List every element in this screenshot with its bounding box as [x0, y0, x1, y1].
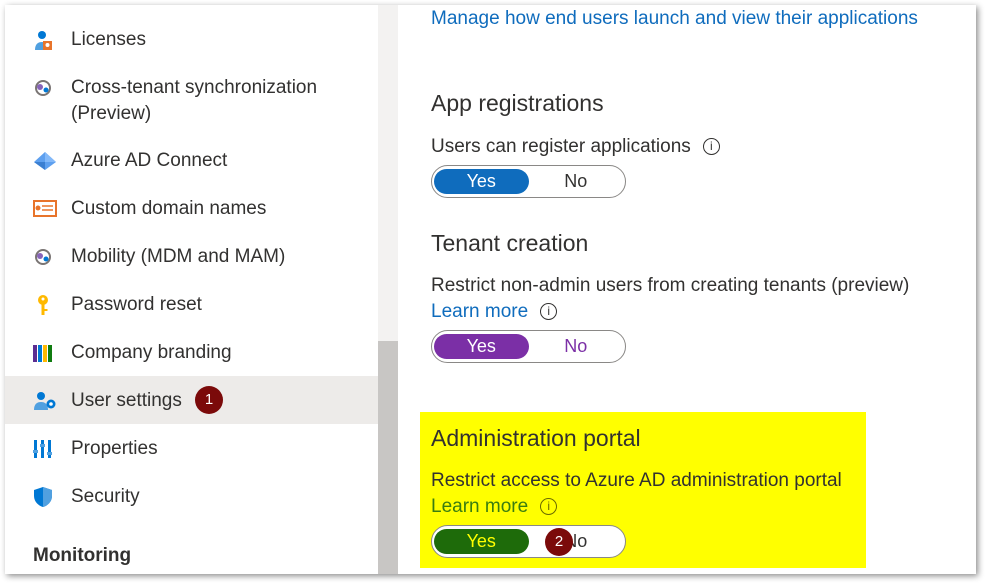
admin-portal-description: Restrict access to Azure AD administrati… — [431, 470, 842, 491]
app-registrations-yes[interactable]: Yes — [434, 169, 529, 194]
sidebar-item-custom-domain-names[interactable]: Custom domain names — [5, 196, 378, 224]
licenses-icon — [33, 30, 53, 50]
sidebar-item-azure-ad-connect[interactable]: Azure AD Connect — [5, 148, 378, 176]
step-badge-1: 1 — [195, 386, 223, 414]
sidebar-item-label: Licenses — [71, 29, 146, 50]
info-icon[interactable]: i — [540, 498, 558, 515]
sidebar-item-label: Cross-tenant synchronization — [71, 77, 318, 98]
info-icon[interactable]: i — [540, 303, 558, 320]
sidebar-item-security[interactable]: Security — [5, 484, 378, 512]
admin-portal-no[interactable]: No — [564, 531, 588, 551]
app-registrations-label: Users can register applications — [431, 136, 691, 157]
sidebar-item-properties[interactable]: Properties — [5, 436, 378, 464]
sidebar-item-licenses[interactable]: Licenses — [5, 27, 378, 55]
admin-portal-learn-more-link[interactable]: Learn more — [431, 496, 529, 517]
sync-icon — [33, 78, 53, 98]
section-heading-monitoring: Monitoring — [33, 545, 132, 566]
sidebar-item-company-branding[interactable]: Company branding — [5, 340, 378, 368]
window: Licenses Cross-tenant synchronization (P… — [5, 5, 976, 574]
branding-icon — [33, 343, 53, 363]
sidebar-item-cross-tenant-sync[interactable]: Cross-tenant synchronization (Preview) — [5, 75, 378, 129]
tenant-creation-toggle: Yes No — [431, 330, 626, 363]
sidebar-item-label: Azure AD Connect — [71, 150, 228, 171]
tenant-creation-learn-more-link[interactable]: Learn more — [431, 301, 529, 322]
admin-portal-toggle: Yes No — [431, 525, 626, 558]
tenant-creation-description: Restrict non-admin users from creating t… — [431, 275, 910, 296]
admin-portal-yes[interactable]: Yes — [434, 529, 529, 554]
tenant-creation-title: Tenant creation — [431, 230, 589, 256]
app-registrations-title: App registrations — [431, 90, 604, 116]
azure-ad-connect-icon — [33, 151, 56, 171]
sidebar-nav: Licenses Cross-tenant synchronization (P… — [5, 5, 378, 574]
tenant-creation-learn-more-row: Learn more i — [431, 301, 558, 323]
sidebar-scrollbar-thumb[interactable] — [378, 341, 398, 574]
sidebar-item-label: User settings — [71, 390, 182, 411]
sidebar-item-mobility[interactable]: Mobility (MDM and MAM) — [5, 244, 378, 272]
key-icon — [33, 294, 53, 315]
sidebar-item-label: Company branding — [71, 342, 232, 363]
sidebar-item-password-reset[interactable]: Password reset — [5, 292, 378, 320]
certificate-icon — [33, 199, 57, 219]
admin-portal-learn-more-row: Learn more i — [431, 496, 558, 518]
info-icon[interactable]: i — [702, 138, 720, 155]
sidebar-item-label: Properties — [71, 438, 158, 459]
main-content: Manage how end users launch and view the… — [398, 5, 976, 574]
app-registrations-toggle: Yes No — [431, 165, 626, 198]
user-settings-icon — [33, 391, 56, 411]
sidebar-item-label: Password reset — [71, 294, 202, 315]
sidebar-item-label-preview: (Preview) — [71, 103, 152, 124]
mobility-icon — [33, 247, 53, 267]
properties-icon — [33, 439, 53, 459]
tenant-creation-no[interactable]: No — [564, 336, 588, 356]
tenant-creation-yes[interactable]: Yes — [434, 334, 529, 359]
shield-icon — [33, 486, 53, 507]
manage-end-users-link[interactable]: Manage how end users launch and view the… — [431, 8, 918, 29]
app-registrations-description: Users can register applications i — [431, 136, 720, 158]
step-badge-2: 2 — [545, 528, 573, 556]
sidebar-item-label: Mobility (MDM and MAM) — [71, 246, 286, 267]
sidebar-item-user-settings[interactable]: User settings — [5, 376, 378, 424]
sidebar-item-label: Custom domain names — [71, 198, 267, 219]
sidebar-item-label: Security — [71, 486, 140, 507]
app-registrations-no[interactable]: No — [564, 171, 588, 191]
admin-portal-title: Administration portal — [431, 425, 641, 451]
